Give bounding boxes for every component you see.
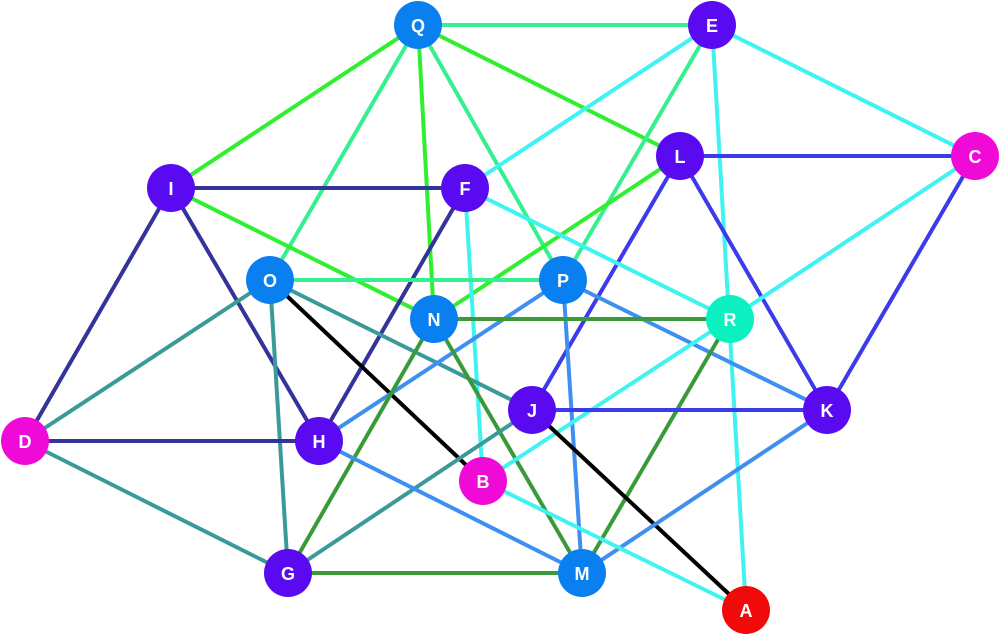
node-label-L: L bbox=[675, 147, 686, 167]
node-label-O: O bbox=[263, 271, 277, 291]
node-J: J bbox=[508, 386, 556, 434]
edge-layer bbox=[23, 23, 977, 612]
node-circle-D bbox=[1, 417, 49, 465]
edge-F-R bbox=[464, 186, 731, 321]
node-G: G bbox=[264, 549, 312, 597]
edge-R-M bbox=[580, 317, 732, 575]
node-circle-M bbox=[558, 549, 606, 597]
node-Q: Q bbox=[394, 1, 442, 49]
node-K: K bbox=[803, 386, 851, 434]
edge-I-D bbox=[23, 187, 173, 442]
node-label-P: P bbox=[557, 271, 569, 291]
node-D: D bbox=[1, 417, 49, 465]
node-I: I bbox=[147, 164, 195, 212]
edge-J-A bbox=[530, 408, 748, 612]
edge-N-M bbox=[432, 317, 584, 575]
node-label-H: H bbox=[313, 432, 326, 452]
edge-C-K bbox=[825, 154, 977, 412]
node-circle-F bbox=[441, 164, 489, 212]
node-label-J: J bbox=[527, 401, 537, 421]
node-H: H bbox=[295, 417, 343, 465]
node-label-F: F bbox=[460, 179, 471, 199]
node-circle-Q bbox=[394, 1, 442, 49]
edge-F-B bbox=[463, 187, 485, 482]
node-label-A: A bbox=[740, 601, 753, 621]
node-A: A bbox=[722, 586, 770, 634]
node-circle-H bbox=[295, 417, 343, 465]
edge-Q-N bbox=[416, 24, 436, 320]
edge-E-P bbox=[561, 23, 714, 282]
node-C: C bbox=[951, 132, 999, 180]
edge-D-G bbox=[24, 439, 289, 575]
edge-K-M bbox=[580, 408, 829, 575]
node-circle-B bbox=[459, 457, 507, 505]
edge-C-R bbox=[728, 154, 977, 321]
node-label-D: D bbox=[19, 432, 32, 452]
edge-Q-O bbox=[268, 23, 420, 282]
node-label-B: B bbox=[477, 472, 490, 492]
node-R: R bbox=[706, 295, 754, 343]
edge-I-H bbox=[169, 186, 321, 443]
edge-B-A bbox=[482, 479, 747, 612]
node-circle-C bbox=[951, 132, 999, 180]
node-label-N: N bbox=[428, 310, 441, 330]
node-circle-N bbox=[410, 295, 458, 343]
edge-L-J bbox=[530, 154, 682, 412]
node-circle-E bbox=[688, 1, 736, 49]
node-circle-I bbox=[147, 164, 195, 212]
node-label-I: I bbox=[168, 179, 173, 199]
edge-P-M bbox=[561, 279, 584, 574]
edge-E-C bbox=[711, 23, 976, 158]
edge-Q-L bbox=[417, 23, 681, 158]
edge-Q-P bbox=[416, 24, 565, 281]
edge-F-H bbox=[317, 187, 467, 442]
node-circle-K bbox=[803, 386, 851, 434]
edge-L-K bbox=[678, 154, 829, 412]
edge-O-D bbox=[23, 278, 272, 443]
edge-Q-I bbox=[169, 23, 420, 190]
node-E: E bbox=[688, 1, 736, 49]
node-label-C: C bbox=[969, 147, 982, 167]
node-label-Q: Q bbox=[411, 16, 425, 36]
edge-I-N bbox=[170, 186, 435, 321]
edge-P-H bbox=[317, 278, 565, 443]
edge-O-B bbox=[268, 278, 485, 483]
edge-N-G bbox=[286, 318, 436, 574]
node-L: L bbox=[656, 132, 704, 180]
edge-L-N bbox=[432, 154, 682, 321]
edge-H-M bbox=[318, 439, 583, 575]
node-B: B bbox=[459, 457, 507, 505]
node-label-M: M bbox=[575, 564, 590, 584]
edge-P-K bbox=[562, 278, 828, 412]
node-O: O bbox=[246, 256, 294, 304]
node-circle-R bbox=[706, 295, 754, 343]
edge-J-G bbox=[286, 408, 534, 575]
edge-O-J bbox=[269, 278, 533, 412]
edge-E-F bbox=[463, 23, 714, 190]
node-label-E: E bbox=[706, 16, 718, 36]
edge-R-B bbox=[481, 317, 732, 483]
node-circle-O bbox=[246, 256, 294, 304]
node-circle-J bbox=[508, 386, 556, 434]
node-circle-A bbox=[722, 586, 770, 634]
node-F: F bbox=[441, 164, 489, 212]
node-label-K: K bbox=[821, 401, 834, 421]
node-N: N bbox=[410, 295, 458, 343]
node-circle-G bbox=[264, 549, 312, 597]
node-label-R: R bbox=[724, 310, 737, 330]
node-M: M bbox=[558, 549, 606, 597]
node-label-G: G bbox=[281, 564, 295, 584]
node-circle-P bbox=[539, 256, 587, 304]
edge-O-G bbox=[268, 279, 290, 574]
node-circle-L bbox=[656, 132, 704, 180]
node-P: P bbox=[539, 256, 587, 304]
